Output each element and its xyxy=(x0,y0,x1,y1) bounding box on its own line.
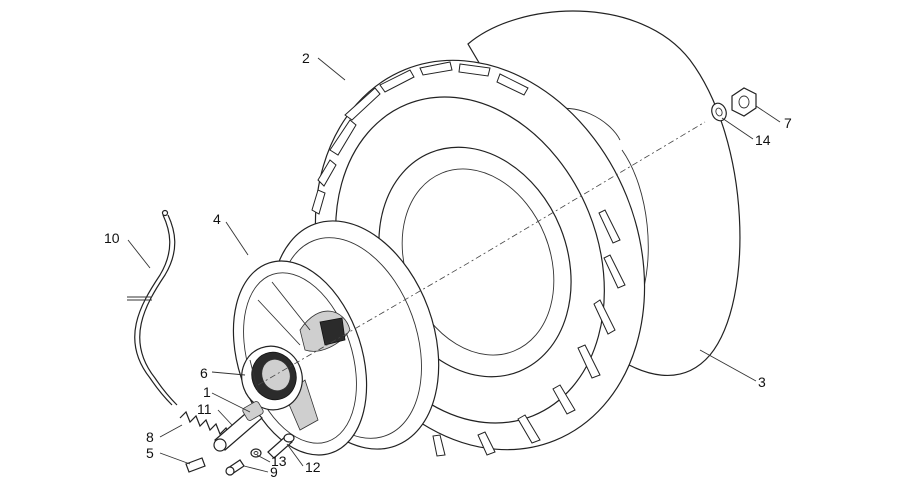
leader-lines xyxy=(127,57,781,473)
callout-4: 4 xyxy=(213,211,221,227)
callout-8: 8 xyxy=(146,429,154,445)
callout-1: 1 xyxy=(203,384,211,400)
callout-5: 5 xyxy=(146,445,154,461)
callout-9: 9 xyxy=(270,464,278,480)
part-8-spring xyxy=(179,410,231,439)
callout-11: 11 xyxy=(197,401,212,417)
callout-2: 2 xyxy=(302,50,310,66)
part-12-bolt xyxy=(267,433,295,459)
part-9-screw xyxy=(225,459,245,476)
part-4-rim xyxy=(232,220,440,456)
part-10-cable xyxy=(127,209,178,406)
callout-7: 7 xyxy=(784,115,792,131)
callout-3: 3 xyxy=(758,374,766,390)
part-5-pin xyxy=(185,457,206,473)
callout-14: 14 xyxy=(755,132,771,148)
part-11-lever xyxy=(213,401,264,452)
part-7-nut xyxy=(731,87,757,117)
callout-6: 6 xyxy=(200,365,208,381)
part-14-washer xyxy=(711,102,727,122)
callout-12: 12 xyxy=(305,459,321,475)
callout-10: 10 xyxy=(104,230,120,246)
callout-13: 13 xyxy=(271,453,287,469)
part-13-washer xyxy=(250,448,262,458)
